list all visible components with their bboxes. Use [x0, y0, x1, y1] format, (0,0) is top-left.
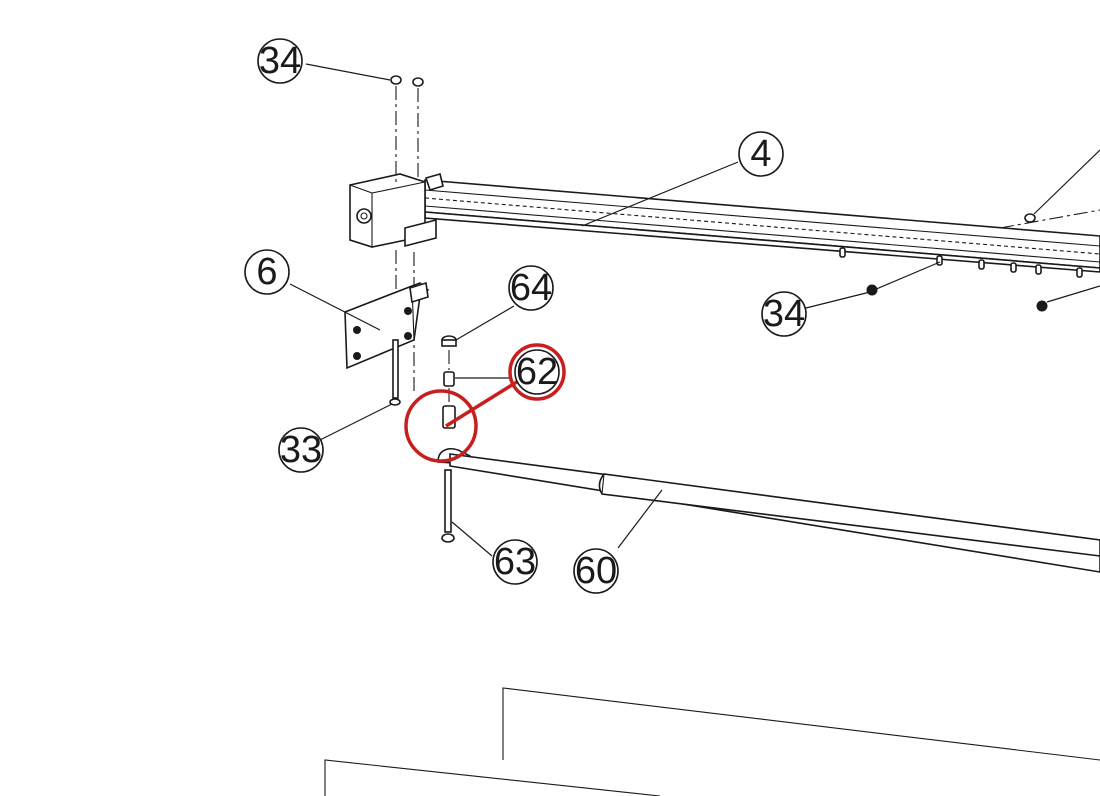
callout-62: 62 [514, 349, 560, 395]
callout-62-label: 62 [516, 351, 558, 393]
callout-34-mid: 34 [761, 291, 807, 337]
leader-lines [289, 63, 941, 557]
callout-33-label: 33 [280, 429, 322, 471]
callout-6-label: 6 [256, 251, 277, 293]
long-bar-part-60 [449, 453, 1100, 573]
callout-34-top-label: 34 [259, 40, 301, 82]
callout-64-label: 64 [510, 267, 552, 309]
callout-34-mid-label: 34 [763, 293, 805, 335]
callout-33: 33 [278, 427, 324, 473]
callout-4-label: 4 [750, 133, 771, 175]
bolt-part-33 [389, 339, 401, 406]
callout-4: 4 [738, 131, 784, 177]
bracket-plate-part-6 [344, 281, 430, 370]
end-bracket-block [349, 173, 444, 248]
callout-63-label: 63 [494, 541, 536, 583]
callout-64: 64 [508, 265, 554, 311]
rail-part-4 [424, 149, 1100, 312]
callout-63: 63 [492, 539, 538, 585]
bolt-part-63 [441, 469, 455, 543]
callout-60-label: 60 [575, 550, 617, 592]
base-frame [324, 687, 1100, 796]
callout-34-top: 34 [257, 38, 303, 84]
callout-6: 6 [244, 249, 290, 295]
callout-60: 60 [573, 548, 619, 594]
